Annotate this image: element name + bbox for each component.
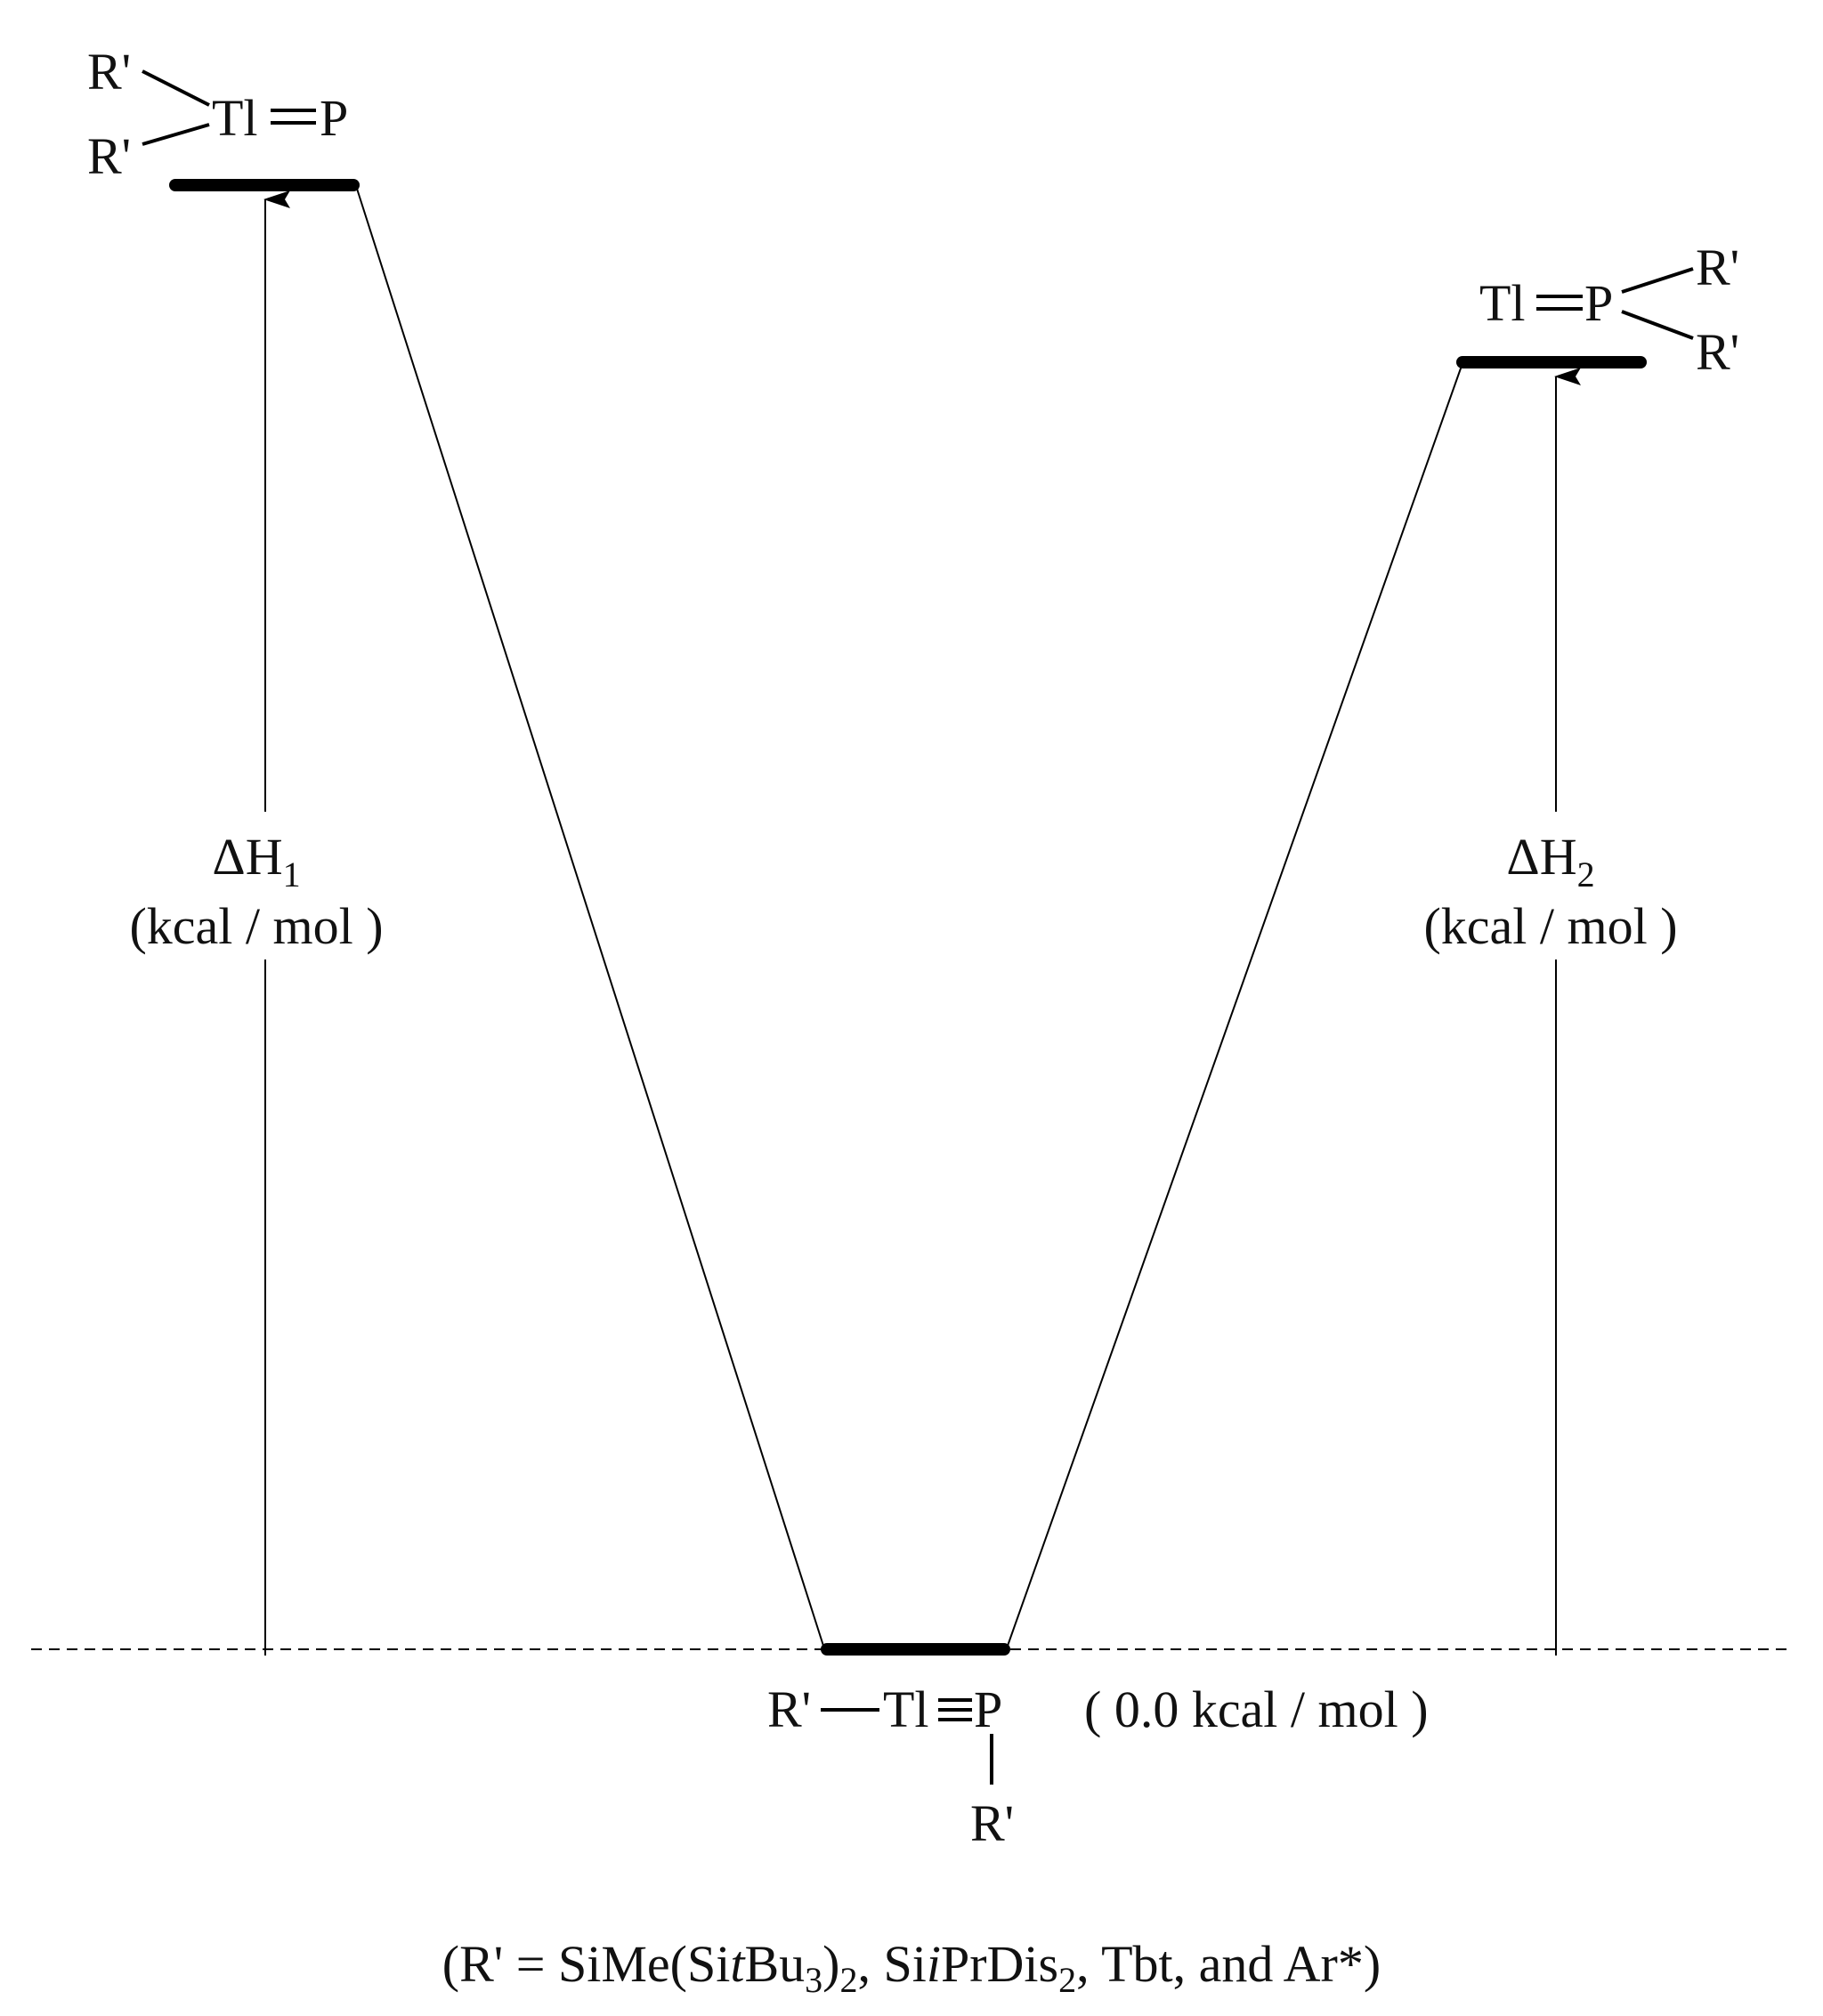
right-r-lower: R' bbox=[1696, 323, 1739, 381]
bottom-pnictogen: P bbox=[974, 1680, 1002, 1738]
delta-h2-label: ΔH2 bbox=[1506, 828, 1594, 895]
connector-right bbox=[1007, 365, 1462, 1647]
left-bond-upper bbox=[142, 69, 210, 107]
right-r-upper: R' bbox=[1696, 239, 1739, 296]
right-bond-upper bbox=[1621, 267, 1694, 294]
left-r-upper: R' bbox=[87, 43, 131, 101]
structure-right: Tl P R' R' bbox=[1479, 239, 1739, 381]
structure-bottom: R' Tl P R' ( 0.0 kcal / mol ) bbox=[767, 1680, 1429, 1852]
bottom-r-down: R' bbox=[970, 1794, 1014, 1852]
bottom-r-left: R' bbox=[767, 1680, 811, 1738]
right-metal: Tl bbox=[1479, 274, 1526, 332]
structure-left: R' R' Tl P bbox=[87, 43, 348, 185]
bottom-metal: Tl bbox=[883, 1680, 929, 1738]
footnote-substituents: (R' = SiMe(SitBu3)2, SiiPrDis2, Tbt, and… bbox=[442, 1935, 1381, 2000]
right-pnictogen: P bbox=[1584, 274, 1613, 332]
delta-h1-unit: (kcal / mol ) bbox=[129, 897, 383, 955]
left-metal: Tl bbox=[212, 89, 258, 147]
left-bond-lower bbox=[142, 123, 210, 146]
left-pnictogen: P bbox=[320, 89, 348, 147]
right-bond-lower bbox=[1621, 310, 1694, 340]
delta-h1-label: ΔH1 bbox=[212, 828, 300, 895]
connector-left bbox=[356, 188, 824, 1647]
bottom-energy-label: ( 0.0 kcal / mol ) bbox=[1084, 1680, 1429, 1738]
delta-h2-unit: (kcal / mol ) bbox=[1423, 897, 1677, 955]
left-r-lower: R' bbox=[87, 127, 131, 185]
